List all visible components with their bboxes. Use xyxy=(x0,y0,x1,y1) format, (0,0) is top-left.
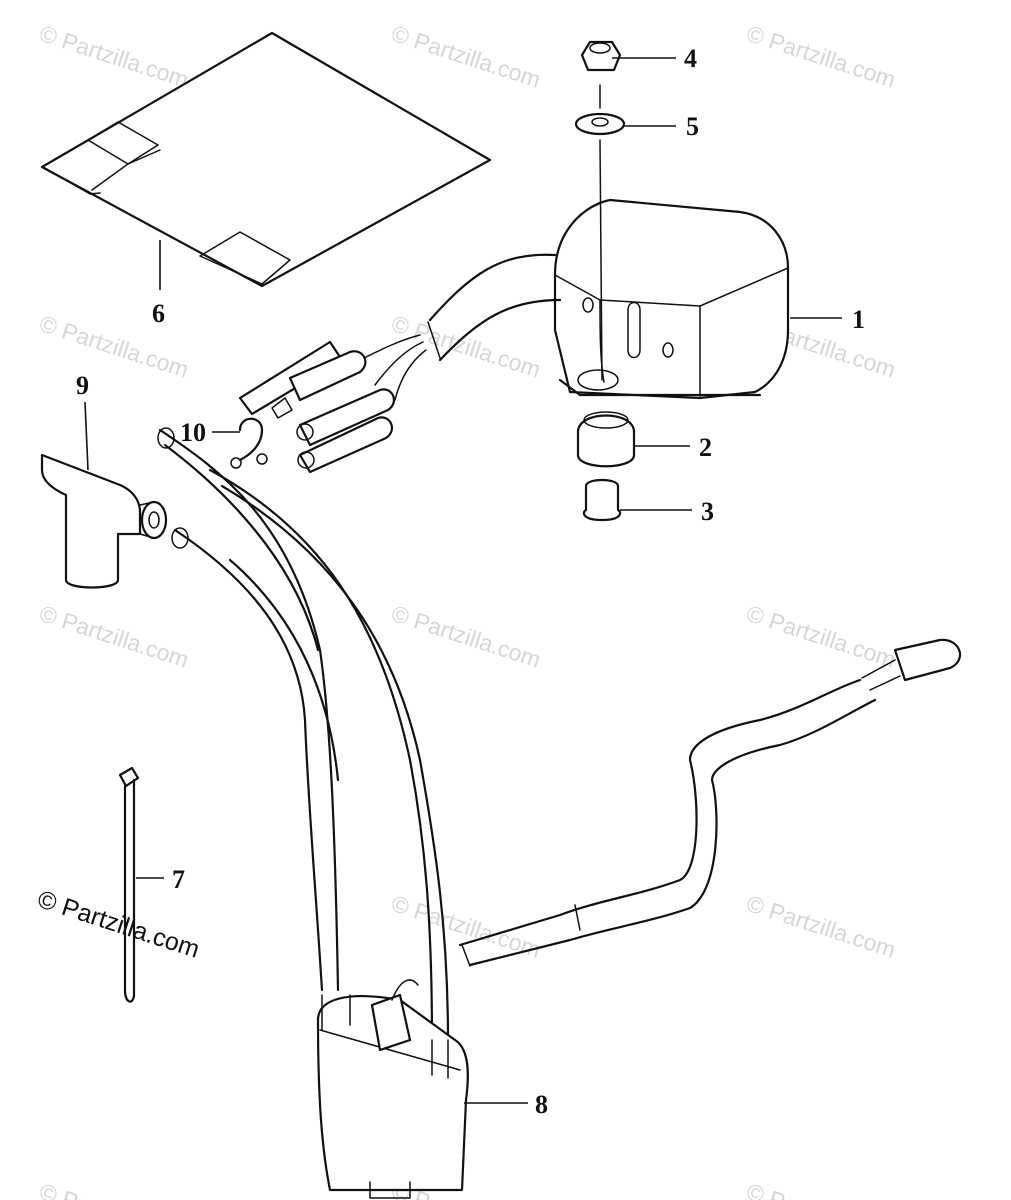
part-10-clip xyxy=(230,417,268,469)
part-2-grommet xyxy=(576,411,636,468)
watermark: © Partzilla.com xyxy=(388,600,543,673)
callout-4: 4 xyxy=(684,44,697,73)
watermark: © Partzilla.com xyxy=(388,20,543,93)
part-4-nut xyxy=(580,40,622,72)
part-5-washer xyxy=(574,112,626,136)
watermark: © Partzilla.com xyxy=(36,1178,191,1200)
watermark: © Partzilla.com xyxy=(743,1178,898,1200)
watermark: © Partzilla.com xyxy=(743,600,898,673)
callout-9: 9 xyxy=(76,371,89,400)
leader-9 xyxy=(84,401,89,471)
part-8-ignition-coil xyxy=(157,427,962,1199)
watermark: © Partzilla.com xyxy=(743,890,898,963)
watermark: © Partzilla.com xyxy=(36,20,191,93)
stud-line-lower xyxy=(599,139,603,381)
part-1-cdi-module xyxy=(238,198,790,474)
watermark: © Partzilla.com xyxy=(36,600,191,673)
callout-2: 2 xyxy=(699,433,712,462)
part-7-cable-tie xyxy=(118,766,140,1003)
watermark: © Partzilla.com xyxy=(388,310,543,383)
leader-lines xyxy=(84,57,842,1104)
callout-1: 1 xyxy=(852,305,865,334)
callout-7: 7 xyxy=(172,865,185,894)
part-3-collar xyxy=(582,478,622,522)
watermark: © Partzilla.com xyxy=(36,310,191,383)
callout-10: 10 xyxy=(180,418,206,447)
partzilla-watermark: © Partzilla.com xyxy=(34,885,203,964)
part-9-plug-cap xyxy=(40,453,168,589)
part-6-sheet xyxy=(40,31,492,288)
watermark: © Partzilla.com xyxy=(743,20,898,93)
callout-3: 3 xyxy=(701,497,714,526)
callout-6: 6 xyxy=(152,299,165,328)
callout-8: 8 xyxy=(535,1090,548,1119)
callout-5: 5 xyxy=(686,112,699,141)
callout-labels: 4 5 1 2 3 6 9 10 7 8 xyxy=(76,44,865,1119)
